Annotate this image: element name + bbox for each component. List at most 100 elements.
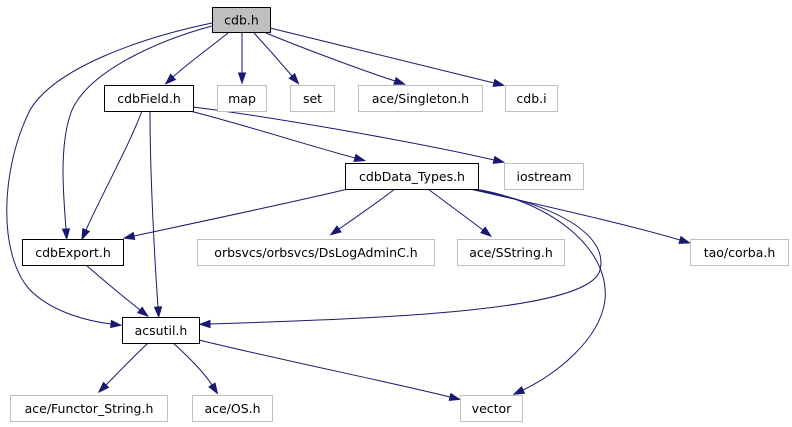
node-box[interactable]	[122, 317, 200, 344]
edge-arrowhead	[110, 319, 123, 329]
node-label: iostream	[517, 169, 572, 184]
node-ace-Singleton-h: ace/Singleton.h	[358, 85, 483, 112]
node-label[interactable]: acsutil.h	[135, 323, 188, 338]
edge-arrowhead	[492, 155, 506, 164]
node-box[interactable]	[104, 85, 194, 112]
edge-line	[85, 264, 141, 311]
edge-arrowhead	[237, 72, 247, 85]
node-acsutil-h[interactable]: acsutil.h	[122, 317, 200, 344]
nodes-layer: cdb.h cdbField.h map set ace/Singleton.h cdb.…	[10, 7, 789, 422]
node-box	[358, 85, 483, 112]
node-box	[460, 395, 523, 422]
node-label[interactable]: cdbExport.h	[35, 245, 111, 260]
edge-arrowhead	[122, 231, 136, 240]
node-tao-corba-h: tao/corba.h	[690, 239, 789, 266]
edge-line	[85, 110, 143, 231]
edge-arrowhead	[288, 72, 300, 85]
edge-line	[62, 25, 213, 230]
node-set: set	[290, 85, 335, 112]
node-label: tao/corba.h	[704, 245, 776, 260]
node-cdbData-Types-h[interactable]: cdbData_Types.h	[345, 163, 479, 190]
edge-cdbData_Types_h-to-tao_corba_h	[469, 188, 692, 244]
node-box	[505, 85, 558, 112]
edge-line	[269, 27, 495, 84]
edge-arrowhead	[208, 382, 219, 395]
node-label[interactable]: cdbData_Types.h	[359, 169, 465, 184]
edge-cdb_h-to-ace_Singleton_h	[265, 32, 406, 85]
edge-cdbData_Types_h-to-vector	[474, 188, 606, 395]
edge-line	[265, 32, 396, 82]
node-cdbField-h[interactable]: cdbField.h	[104, 85, 194, 112]
edge-line	[105, 342, 149, 386]
edge-acsutil_h-to-vector	[198, 339, 462, 401]
node-box[interactable]	[345, 163, 479, 190]
edge-line	[172, 342, 213, 386]
node-orbsvcs-DsLogAdminC-h: orbsvcs/orbsvcs/DsLogAdminC.h	[197, 239, 435, 266]
node-iostream: iostream	[504, 163, 584, 190]
node-box	[192, 395, 273, 422]
edge-arrowhead	[61, 228, 71, 241]
edge-line	[172, 32, 229, 78]
edge-line	[474, 188, 606, 391]
edge-cdb_h-to-cdbExport_h	[61, 25, 213, 241]
edge-cdbField_h-to-acsutil_h	[149, 110, 163, 319]
node-box	[290, 85, 335, 112]
edge-arrowhead	[353, 153, 367, 162]
edges-layer	[6, 22, 692, 401]
edge-cdbField_h-to-cdbExport_h	[81, 110, 143, 241]
edge-cdb_h-to-cdbField_h	[164, 32, 229, 85]
node-label: vector	[472, 401, 513, 416]
edge-cdbField_h-to-cdbData_Types_h	[189, 110, 367, 162]
node-box	[504, 163, 584, 190]
node-cdb-h: cdb.h	[212, 7, 271, 33]
node-map: map	[217, 85, 267, 112]
edge-arrowhead	[136, 306, 149, 318]
node-label: ace/Singleton.h	[372, 91, 469, 106]
edge-acsutil_h-to-ace_Functor_String_h	[97, 342, 149, 394]
node-box[interactable]	[22, 239, 124, 266]
edge-arrowhead	[393, 76, 406, 85]
edge-cdbData_Types_h-to-orbsvcs_DsLogAdminC_h	[329, 188, 396, 236]
node-label: ace/SString.h	[469, 245, 553, 260]
node-label[interactable]: cdbField.h	[117, 91, 181, 106]
edge-arrowhead	[97, 381, 110, 394]
node-ace-SString-h: ace/SString.h	[457, 239, 565, 266]
edge-arrowhead	[512, 385, 526, 395]
node-cdbExport-h[interactable]: cdbExport.h	[22, 239, 124, 266]
node-label: orbsvcs/orbsvcs/DsLogAdminC.h	[214, 245, 417, 260]
edge-arrowhead	[153, 306, 163, 319]
edge-cdb_h-to-map	[237, 33, 247, 85]
edge-cdbData_Types_h-to-ace_SString_h	[427, 188, 493, 238]
node-vector: vector	[460, 395, 523, 422]
edge-cdb_h-to-cdb_i	[269, 27, 506, 87]
edge-cdbExport_h-to-acsutil_h	[85, 264, 149, 318]
node-box	[197, 239, 435, 266]
edge-arrowhead	[164, 73, 177, 85]
edge-line	[149, 110, 159, 308]
edge-cdb_h-to-acsutil_h	[6, 22, 213, 329]
node-box	[457, 239, 565, 266]
node-label: ace/Functor_String.h	[25, 401, 154, 416]
edge-line	[209, 188, 602, 325]
edge-arrowhead	[678, 235, 692, 244]
edge-line	[189, 110, 356, 159]
edge-line	[427, 188, 484, 231]
edge-line	[6, 22, 213, 325]
edge-arrowhead	[329, 225, 342, 236]
edge-line	[133, 188, 349, 237]
node-label: ace/OS.h	[204, 401, 260, 416]
edge-arrowhead	[198, 319, 211, 329]
edge-arrowhead	[81, 227, 91, 241]
node-label: cdb.i	[516, 91, 546, 106]
node-box	[10, 395, 168, 422]
edge-arrowhead	[492, 78, 506, 87]
node-ace-Functor-String-h: ace/Functor_String.h	[10, 395, 168, 422]
node-label: set	[303, 91, 322, 106]
edge-cdbData_Types_h-to-cdbExport_h	[122, 188, 349, 240]
edge-line	[253, 32, 293, 77]
edge-cdbData_Types_h-to-acsutil_h	[198, 188, 602, 329]
node-label: map	[228, 91, 256, 106]
node-ace-OS-h: ace/OS.h	[192, 395, 273, 422]
node-label: cdb.h	[224, 13, 259, 28]
